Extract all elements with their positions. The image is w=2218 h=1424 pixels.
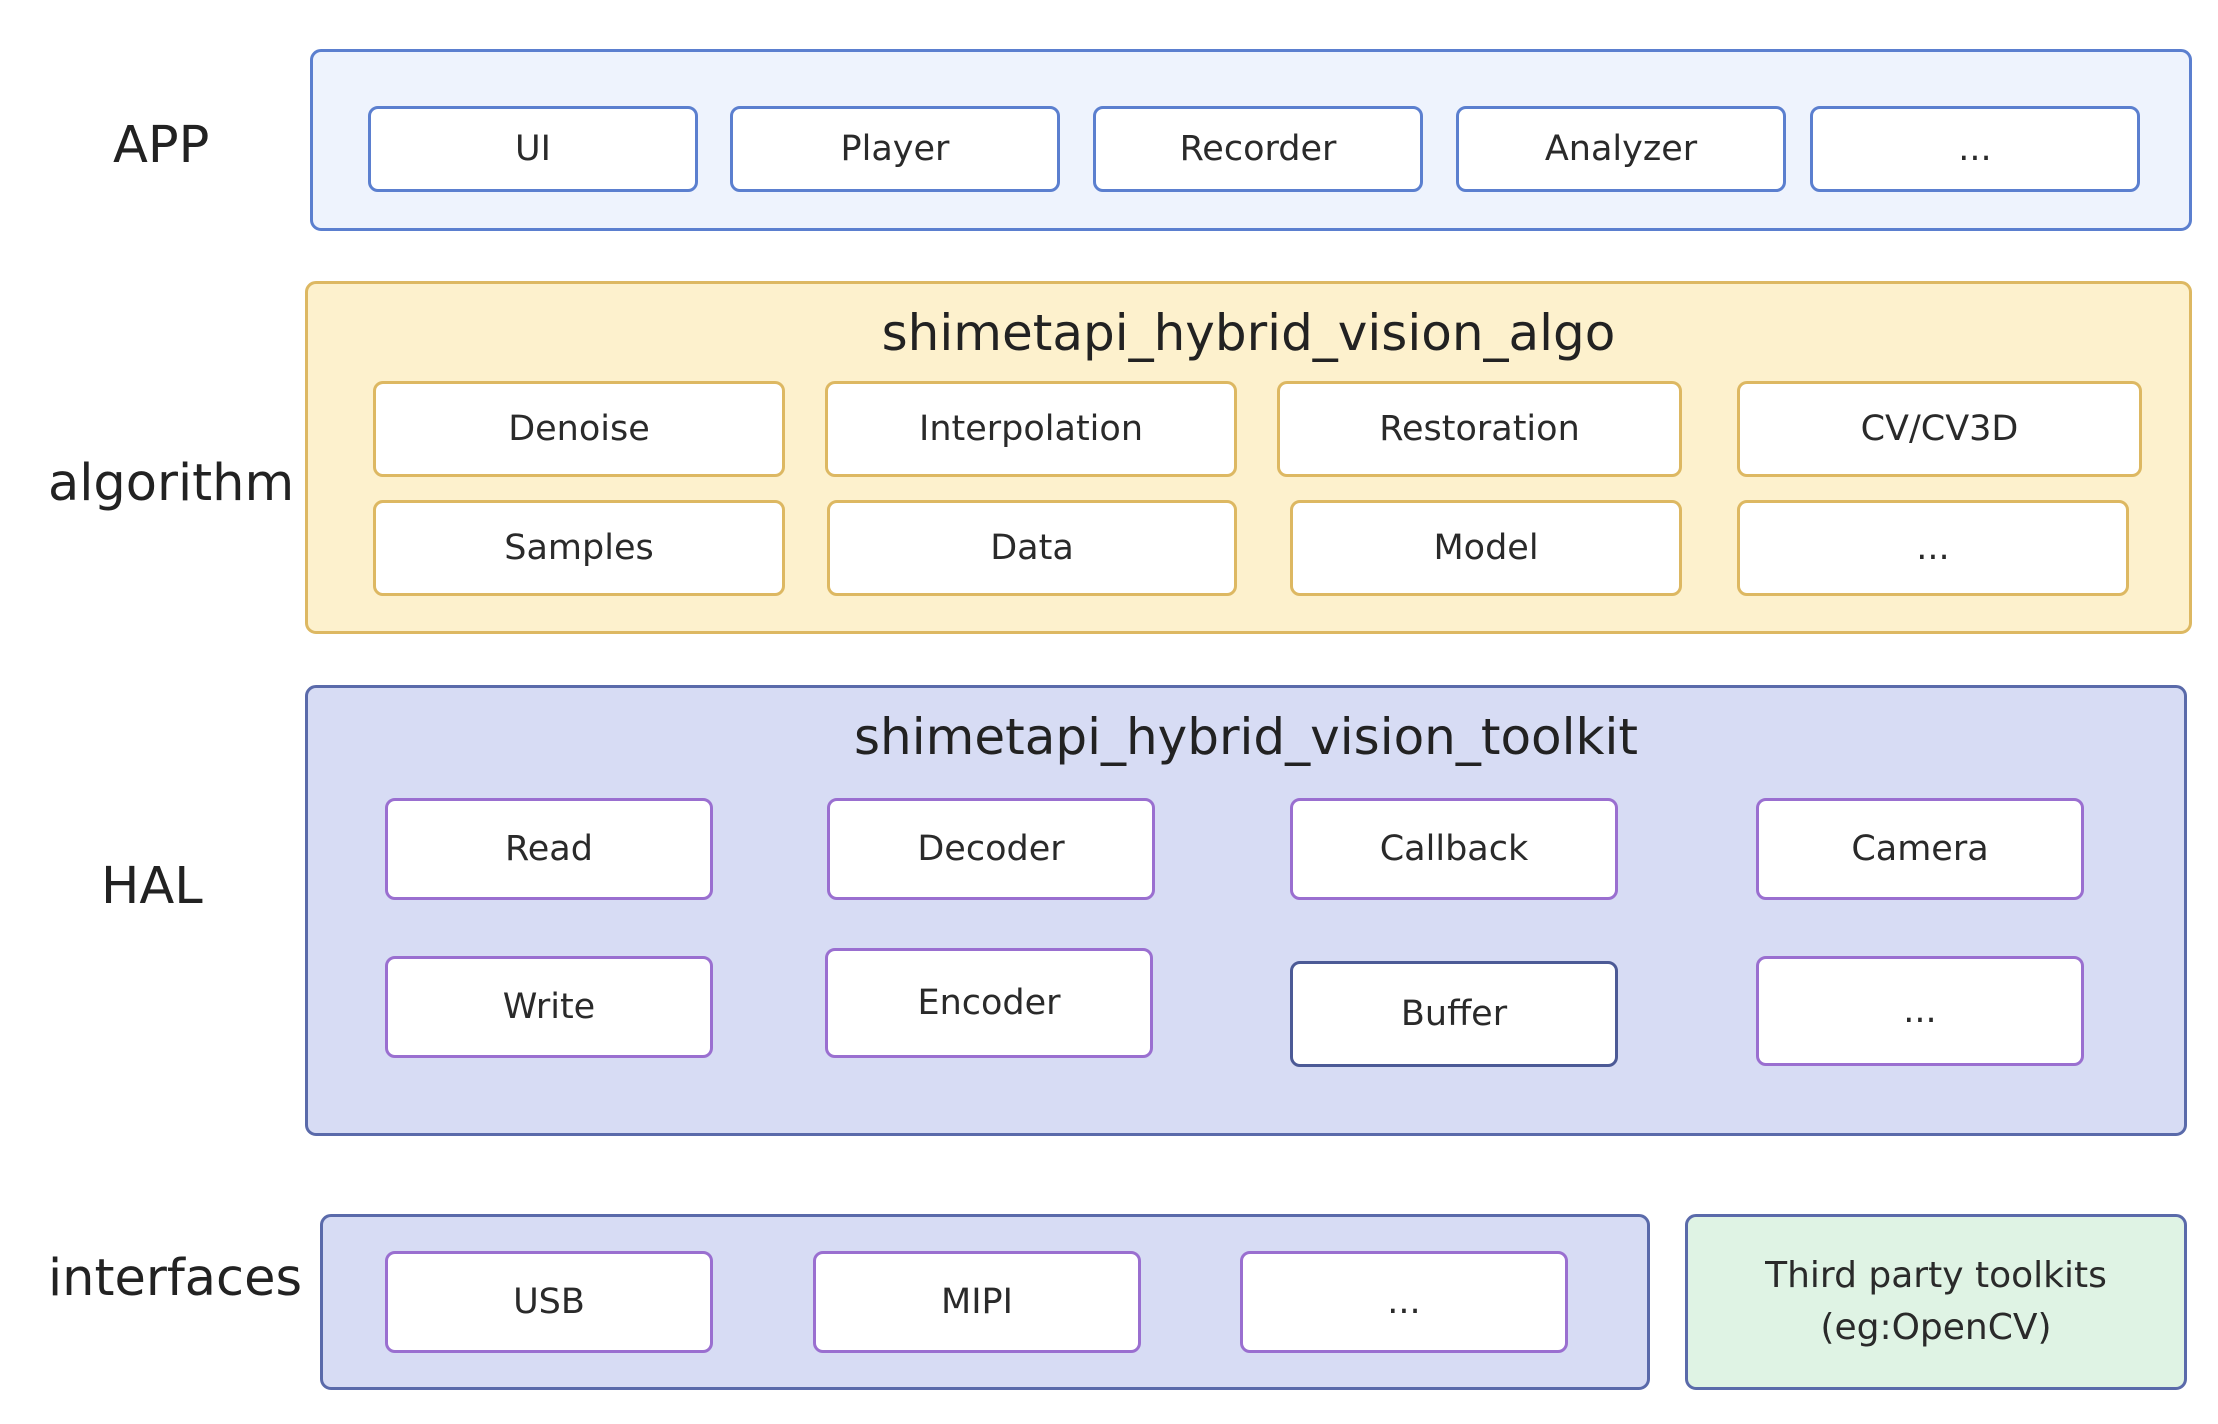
app-module-more: ...	[1810, 106, 2140, 192]
algo-module-model: Model	[1290, 500, 1682, 596]
hal-module-read: Read	[385, 798, 713, 900]
algo-module-cv-cv3d: CV/CV3D	[1737, 381, 2142, 477]
hal-module-callback: Callback	[1290, 798, 1618, 900]
third-party-toolkits-box: Third party toolkits (eg:OpenCV)	[1685, 1214, 2187, 1390]
interface-module-mipi: MIPI	[813, 1251, 1141, 1353]
algo-module-interpolation: Interpolation	[825, 381, 1237, 477]
algorithm-panel-title: shimetapi_hybrid_vision_algo	[881, 304, 1616, 362]
algo-module-data: Data	[827, 500, 1237, 596]
layer-label-interfaces: interfaces	[48, 1249, 303, 1308]
interface-module-usb: USB	[385, 1251, 713, 1353]
algo-module-denoise: Denoise	[373, 381, 785, 477]
interface-module-more: ...	[1240, 1251, 1568, 1353]
hal-module-encoder: Encoder	[825, 948, 1153, 1058]
hal-layer-panel: shimetapi_hybrid_vision_toolkit	[305, 685, 2187, 1136]
third-party-title: Third party toolkits	[1765, 1255, 2107, 1296]
hal-module-buffer: Buffer	[1290, 961, 1618, 1067]
app-module-recorder: Recorder	[1093, 106, 1423, 192]
hal-panel-title: shimetapi_hybrid_vision_toolkit	[853, 708, 1638, 766]
layer-label-hal: HAL	[101, 857, 203, 916]
hal-module-write: Write	[385, 956, 713, 1058]
algo-module-more: ...	[1737, 500, 2129, 596]
app-module-analyzer: Analyzer	[1456, 106, 1786, 192]
layer-label-algorithm: algorithm	[48, 454, 295, 513]
algo-module-restoration: Restoration	[1277, 381, 1682, 477]
hal-module-decoder: Decoder	[827, 798, 1155, 900]
app-module-player: Player	[730, 106, 1060, 192]
hal-module-more: ...	[1756, 956, 2084, 1066]
third-party-example: (eg:OpenCV)	[1820, 1307, 2052, 1348]
layer-label-app: APP	[113, 116, 210, 175]
app-module-ui: UI	[368, 106, 698, 192]
algo-module-samples: Samples	[373, 500, 785, 596]
hal-module-camera: Camera	[1756, 798, 2084, 900]
